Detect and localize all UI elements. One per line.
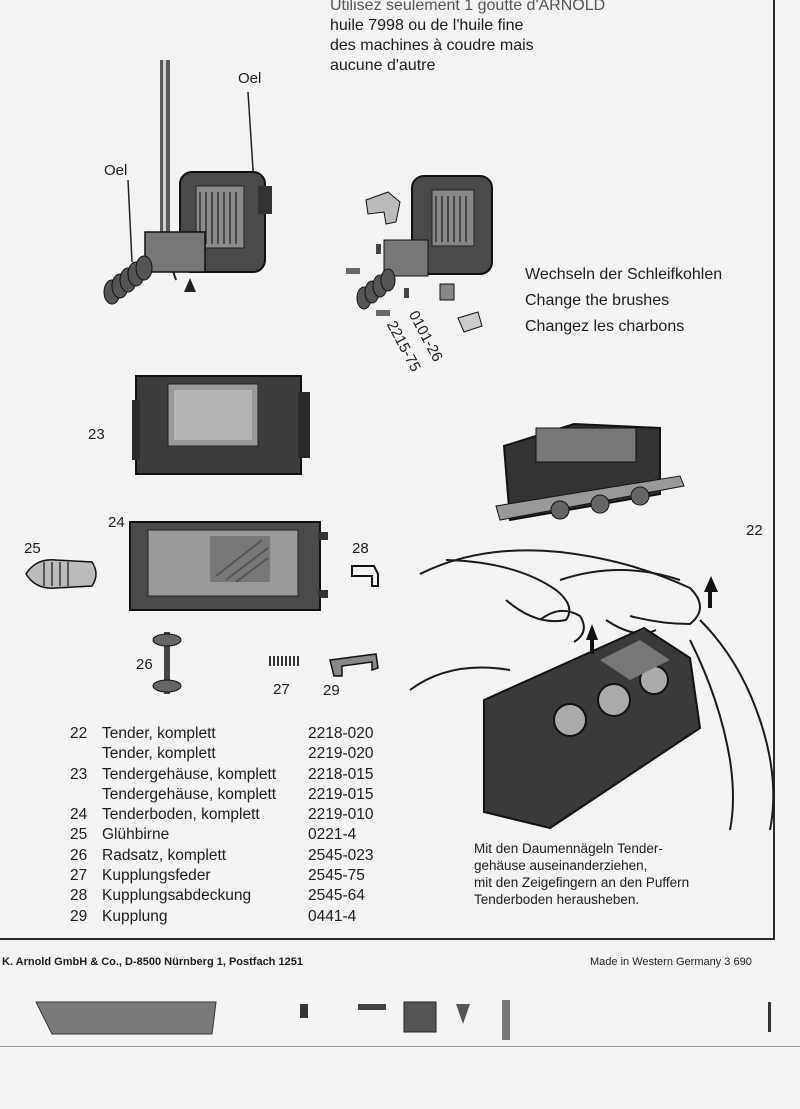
bottom-edge-parts bbox=[35, 1000, 771, 1040]
oil-note-line-4: aucune d'autre bbox=[330, 57, 436, 74]
part-code: 0221-4 bbox=[308, 826, 357, 844]
instruction-line-4: Tenderboden herausheben. bbox=[474, 892, 640, 907]
part-description: Tendergehäuse, komplett bbox=[102, 785, 277, 803]
part-number-label: 29 bbox=[70, 907, 88, 925]
disassembly-instructions: Mit den Daumennägeln Tender- gehäuse aus… bbox=[474, 840, 689, 908]
lift-arrow-left-icon bbox=[586, 624, 598, 640]
part-code: 2218-015 bbox=[308, 765, 374, 783]
part-code: 2219-015 bbox=[308, 785, 374, 803]
tender-assembled-illustration bbox=[495, 422, 685, 522]
oil-note-line-3: des machines à coudre mais bbox=[330, 37, 534, 54]
oil-label-left: Oel bbox=[104, 162, 128, 179]
part-number-label bbox=[70, 744, 102, 764]
parts-row: Tendergehäuse, komplett 2219-015 bbox=[70, 785, 398, 805]
part-number-label: 25 bbox=[70, 826, 88, 844]
callout-22: 22 bbox=[746, 522, 763, 539]
brush-change-caption: Wechseln der Schleifkohlen Change the br… bbox=[525, 262, 722, 340]
callout-24: 24 bbox=[108, 514, 125, 531]
instruction-line-2: gehäuse auseinanderziehen, bbox=[474, 858, 648, 873]
brush-exploded-illustration bbox=[346, 175, 493, 333]
part-number-label: 27 bbox=[70, 867, 88, 885]
publisher-address: K. Arnold GmbH & Co., D-8500 Nürnberg 1,… bbox=[2, 956, 303, 968]
part-description: Tender, komplett bbox=[102, 725, 216, 742]
callout-28: 28 bbox=[352, 540, 369, 557]
part-code: 2545-75 bbox=[308, 867, 365, 885]
part-description: Kupplung bbox=[102, 907, 168, 925]
parts-row: 24 Tenderboden, komplett 2219-010 bbox=[70, 805, 398, 825]
part-number-label: 28 bbox=[70, 887, 88, 905]
part-description: Kupplungsabdeckung bbox=[102, 887, 252, 905]
callout-26: 26 bbox=[136, 656, 153, 673]
parts-row: Tender, komplett 2219-020 bbox=[70, 744, 398, 764]
callout-23: 23 bbox=[88, 426, 105, 443]
parts-row: 22 Tender, komplett 2218-020 bbox=[70, 724, 398, 744]
brush-caption-fr: Changez les charbons bbox=[525, 318, 685, 335]
part-number-label: 22 bbox=[70, 725, 88, 742]
instruction-line-3: mit den Zeigefingern an den Puffern bbox=[474, 875, 690, 890]
instruction-line-1: Mit den Daumennägeln Tender- bbox=[474, 841, 663, 856]
part-code: 2219-010 bbox=[308, 806, 374, 824]
wheelset-26-illustration bbox=[152, 632, 182, 694]
tender-body-23-illustration bbox=[132, 375, 310, 475]
part-code: 2545-64 bbox=[308, 887, 365, 905]
part-number-label bbox=[70, 785, 102, 805]
part-number-label: 26 bbox=[70, 846, 88, 864]
brush-caption-de: Wechseln der Schleifkohlen bbox=[525, 266, 723, 283]
part-code: 2219-020 bbox=[308, 745, 374, 763]
part-description: Tendergehäuse, komplett bbox=[102, 765, 277, 783]
coupling-29-illustration bbox=[329, 653, 379, 677]
lift-arrow-right-icon bbox=[704, 576, 718, 592]
parts-row: 26 Radsatz, komplett 2545-023 bbox=[70, 846, 398, 866]
page-border-right bbox=[773, 0, 775, 940]
part-number-label: 23 bbox=[70, 765, 88, 783]
coupling-cover-28-illustration bbox=[351, 565, 379, 587]
parts-row: 28 Kupplungsabdeckung 2545-64 bbox=[70, 886, 398, 906]
bulb-25-illustration bbox=[25, 559, 97, 589]
oil-label-right: Oel bbox=[238, 70, 262, 87]
callout-25: 25 bbox=[24, 540, 41, 557]
callout-27: 27 bbox=[273, 681, 290, 698]
callout-29: 29 bbox=[323, 682, 340, 699]
tender-floor-24-illustration bbox=[129, 521, 328, 611]
brush-caption-en: Change the brushes bbox=[525, 292, 670, 309]
page-border-bottom bbox=[0, 938, 775, 940]
tender-being-opened-illustration bbox=[483, 626, 702, 830]
part-description: Kupplungsfeder bbox=[102, 867, 211, 885]
part-description: Tenderboden, komplett bbox=[102, 806, 260, 824]
part-description: Glühbirne bbox=[102, 826, 170, 844]
made-in-note: Made in Western Germany 3 690 bbox=[590, 956, 752, 968]
oil-note-line-1: Utilisez seulement 1 goutte d'ARNOLD bbox=[330, 0, 606, 14]
parts-row: 29 Kupplung 0441-4 bbox=[70, 907, 398, 927]
coupling-spring-27-illustration bbox=[269, 656, 299, 666]
part-code: 0441-4 bbox=[308, 907, 357, 925]
part-description: Tender, komplett bbox=[102, 745, 216, 763]
oil-note-fr: Utilisez seulement 1 goutte d'ARNOLD hui… bbox=[330, 0, 750, 76]
oil-note-line-2: huile 7998 ou de l'huile fine bbox=[330, 17, 524, 34]
scan-edge-line bbox=[0, 1046, 800, 1047]
parts-row: 25 Glühbirne 0221-4 bbox=[70, 825, 398, 845]
part-code: 2218-020 bbox=[308, 725, 374, 742]
parts-row: 23 Tendergehäuse, komplett 2218-015 bbox=[70, 765, 398, 785]
part-description: Radsatz, komplett bbox=[102, 846, 227, 864]
parts-list: 22 Tender, komplett 2218-020 Tender, kom… bbox=[70, 724, 398, 927]
part-number-label: 24 bbox=[70, 806, 88, 824]
part-code: 2545-023 bbox=[308, 846, 374, 864]
parts-row: 27 Kupplungsfeder 2545-75 bbox=[70, 866, 398, 886]
hands-disassembly-illustration bbox=[409, 549, 775, 831]
motor-oiling-illustration bbox=[103, 60, 272, 305]
